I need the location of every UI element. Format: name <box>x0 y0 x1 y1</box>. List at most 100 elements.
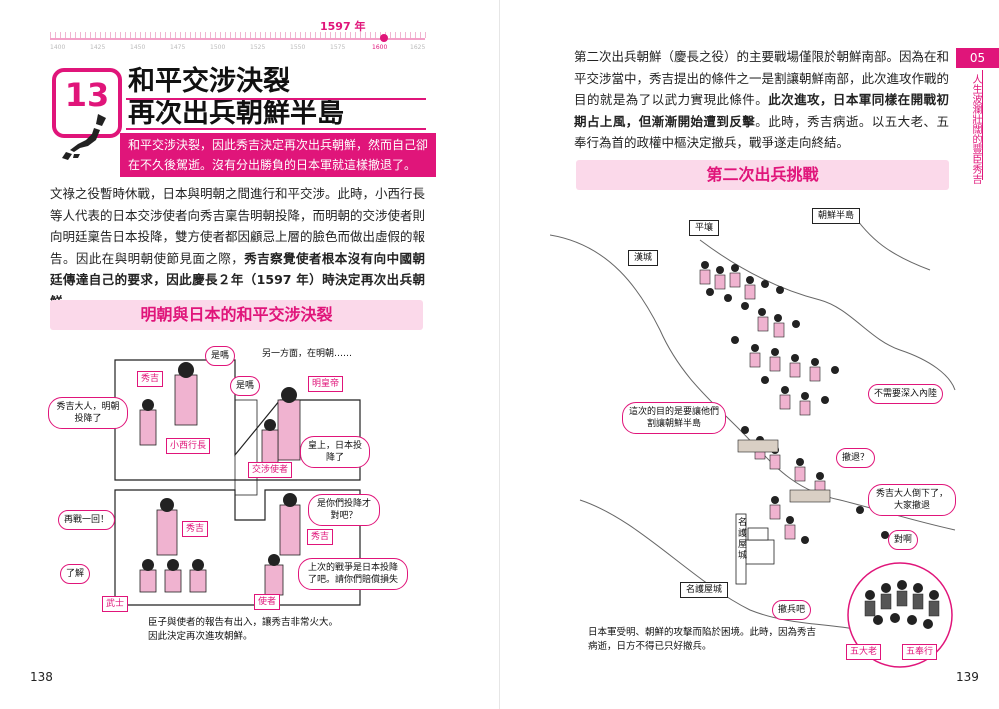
timeline-tick <box>265 32 266 38</box>
timeline-tick <box>335 32 336 38</box>
timeline-tick <box>255 32 256 38</box>
comic-narration: 另一方面，在明朝…… <box>262 349 353 359</box>
body-paragraph: 文祿之役暫時休戰，日本與明朝之間進行和平交涉。此時，小西行長等人代表的日本交涉使… <box>50 183 425 312</box>
character-tag: 秀吉 <box>307 529 334 545</box>
speech-bubble: 上次的戰爭是日本投降了吧。請你們賠償損失 <box>298 558 408 590</box>
timeline-tick-label: 1550 <box>290 44 306 51</box>
map-illustration: 平壤 朝鮮半島 漢城 不需要深入內陸 這次的目的是要讓他們割讓朝鮮半島 撤退？ … <box>550 200 960 670</box>
timeline-tick <box>390 32 391 38</box>
timeline-tick <box>375 32 376 38</box>
timeline-tick <box>80 32 81 38</box>
character-tag: 秀吉 <box>137 371 164 387</box>
timeline-tick <box>320 32 321 38</box>
timeline-tick <box>125 32 126 38</box>
timeline-tick <box>130 32 131 38</box>
timeline-tick <box>360 32 361 38</box>
character-tag: 武士 <box>102 596 129 612</box>
timeline-tick <box>175 32 176 38</box>
speech-bubble: 對啊 <box>888 530 919 550</box>
timeline-tick <box>205 32 206 38</box>
timeline-tick <box>325 32 326 38</box>
timeline-ticks <box>50 32 426 40</box>
timeline-tick <box>70 32 71 38</box>
timeline-tick <box>365 32 366 38</box>
body-bold: 此次進攻，日本軍同樣在開戰初期占上風，但漸漸開始遭到反擊 <box>574 92 949 129</box>
timeline-tick <box>415 32 416 38</box>
timeline-tick <box>345 32 346 38</box>
timeline-tick <box>355 32 356 38</box>
comic-frames <box>114 359 361 606</box>
speech-bubble: 了解 <box>60 564 91 584</box>
chapter-lead: 和平交涉決裂，因此秀吉決定再次出兵朝鮮，然而自己卻在不久後駕逝。沒有分出勝負的日… <box>120 133 436 177</box>
timeline-tick <box>310 32 311 38</box>
timeline-tick <box>55 32 56 38</box>
timeline-tick <box>150 32 151 38</box>
chapter-tab-text: 人生波瀾壯闊的豐臣秀吉 <box>970 74 981 184</box>
character-tag: 五大老 <box>846 644 882 660</box>
timeline-tick <box>395 32 396 38</box>
timeline-tick <box>200 32 201 38</box>
timeline-tick <box>110 32 111 38</box>
chapter-title: 和平交涉決裂 再次出兵朝鮮半島 <box>128 66 428 130</box>
timeline-tick <box>120 32 121 38</box>
title-line-2: 再次出兵朝鮮半島 <box>128 98 344 129</box>
chapter-number-box: 13 <box>52 68 122 138</box>
timeline-tick <box>65 32 66 38</box>
timeline-tick <box>145 32 146 38</box>
chapter-number: 13 <box>64 76 110 114</box>
body-text: 文祿之役暫時休戰，日本與明朝之間進行和平交涉。此時，小西行長等人代表的日本交涉使… <box>50 186 426 266</box>
timeline-tick <box>170 32 171 38</box>
character-tag: 秀吉 <box>182 521 209 537</box>
section-title: 第二次出兵挑戰 <box>576 160 949 190</box>
timeline-tick <box>410 32 411 38</box>
timeline-tick <box>270 32 271 38</box>
timeline-tick <box>245 32 246 38</box>
timeline-tick <box>425 32 426 38</box>
timeline-tick <box>60 32 61 38</box>
timeline-tick <box>240 32 241 38</box>
section-title: 明朝與日本的和平交涉決裂 <box>50 300 423 330</box>
timeline-tick <box>400 32 401 38</box>
page-number: 139 <box>956 670 979 684</box>
timeline-tick <box>115 32 116 38</box>
timeline-tick <box>165 32 166 38</box>
timeline-tick-label: 1575 <box>330 44 346 51</box>
map-caption: 日本軍受明、朝鮮的攻擊而陷於困境。此時，因為秀吉病逝，日方不得已只好撤兵。 <box>588 627 817 652</box>
timeline-tick <box>90 32 91 38</box>
comic-panel: 另一方面，在明朝…… 是嗎 秀吉 秀吉大人，明朝投降了 小西行長 是嗎 明皇帝 … <box>40 340 440 650</box>
timeline-tick <box>235 32 236 38</box>
timeline-tick <box>105 32 106 38</box>
timeline-tick-label: 1475 <box>170 44 186 51</box>
timeline-tick <box>370 32 371 38</box>
timeline-tick <box>420 32 421 38</box>
timeline-tick <box>185 32 186 38</box>
speech-bubble: 撤退？ <box>836 448 876 468</box>
timeline-tick <box>280 32 281 38</box>
timeline-tick <box>295 32 296 38</box>
timeline-tick <box>250 32 251 38</box>
body-paragraph: 第二次出兵朝鮮（慶長之役）的主要戰場僅限於朝鮮南部。因為在和平交涉當中，秀吉提出… <box>574 46 949 154</box>
timeline-tick <box>140 32 141 38</box>
map-label-pyongyang: 平壤 <box>689 220 720 236</box>
timeline-tick <box>190 32 191 38</box>
speech-bubble: 皇上，日本投降了 <box>300 436 370 468</box>
timeline-tick-label: 1425 <box>90 44 106 51</box>
character-tag: 交涉使者 <box>248 462 293 478</box>
chapter-tab-number: 05 <box>956 48 999 68</box>
timeline-tick <box>220 32 221 38</box>
chapter-tab-rule <box>982 70 983 180</box>
timeline-marker <box>380 34 388 42</box>
speech-bubble: 不需要深入內陸 <box>868 384 944 404</box>
timeline-bar <box>50 38 425 40</box>
title-rule <box>126 98 426 100</box>
map-label-hanseong: 漢城 <box>628 250 659 266</box>
character-tag: 明皇帝 <box>308 376 344 392</box>
speech-bubble: 是你們投降才對吧？ <box>308 494 380 526</box>
timeline-tick <box>340 32 341 38</box>
timeline-tick <box>215 32 216 38</box>
timeline-tick-label: 1625 <box>410 44 426 51</box>
castle-label-vertical: 名護屋城 <box>738 518 748 561</box>
speech-bubble: 這次的目的是要讓他們割讓朝鮮半島 <box>622 402 726 434</box>
timeline-tick-label: 1500 <box>210 44 226 51</box>
speech-bubble: 再戰一回！ <box>58 510 116 530</box>
